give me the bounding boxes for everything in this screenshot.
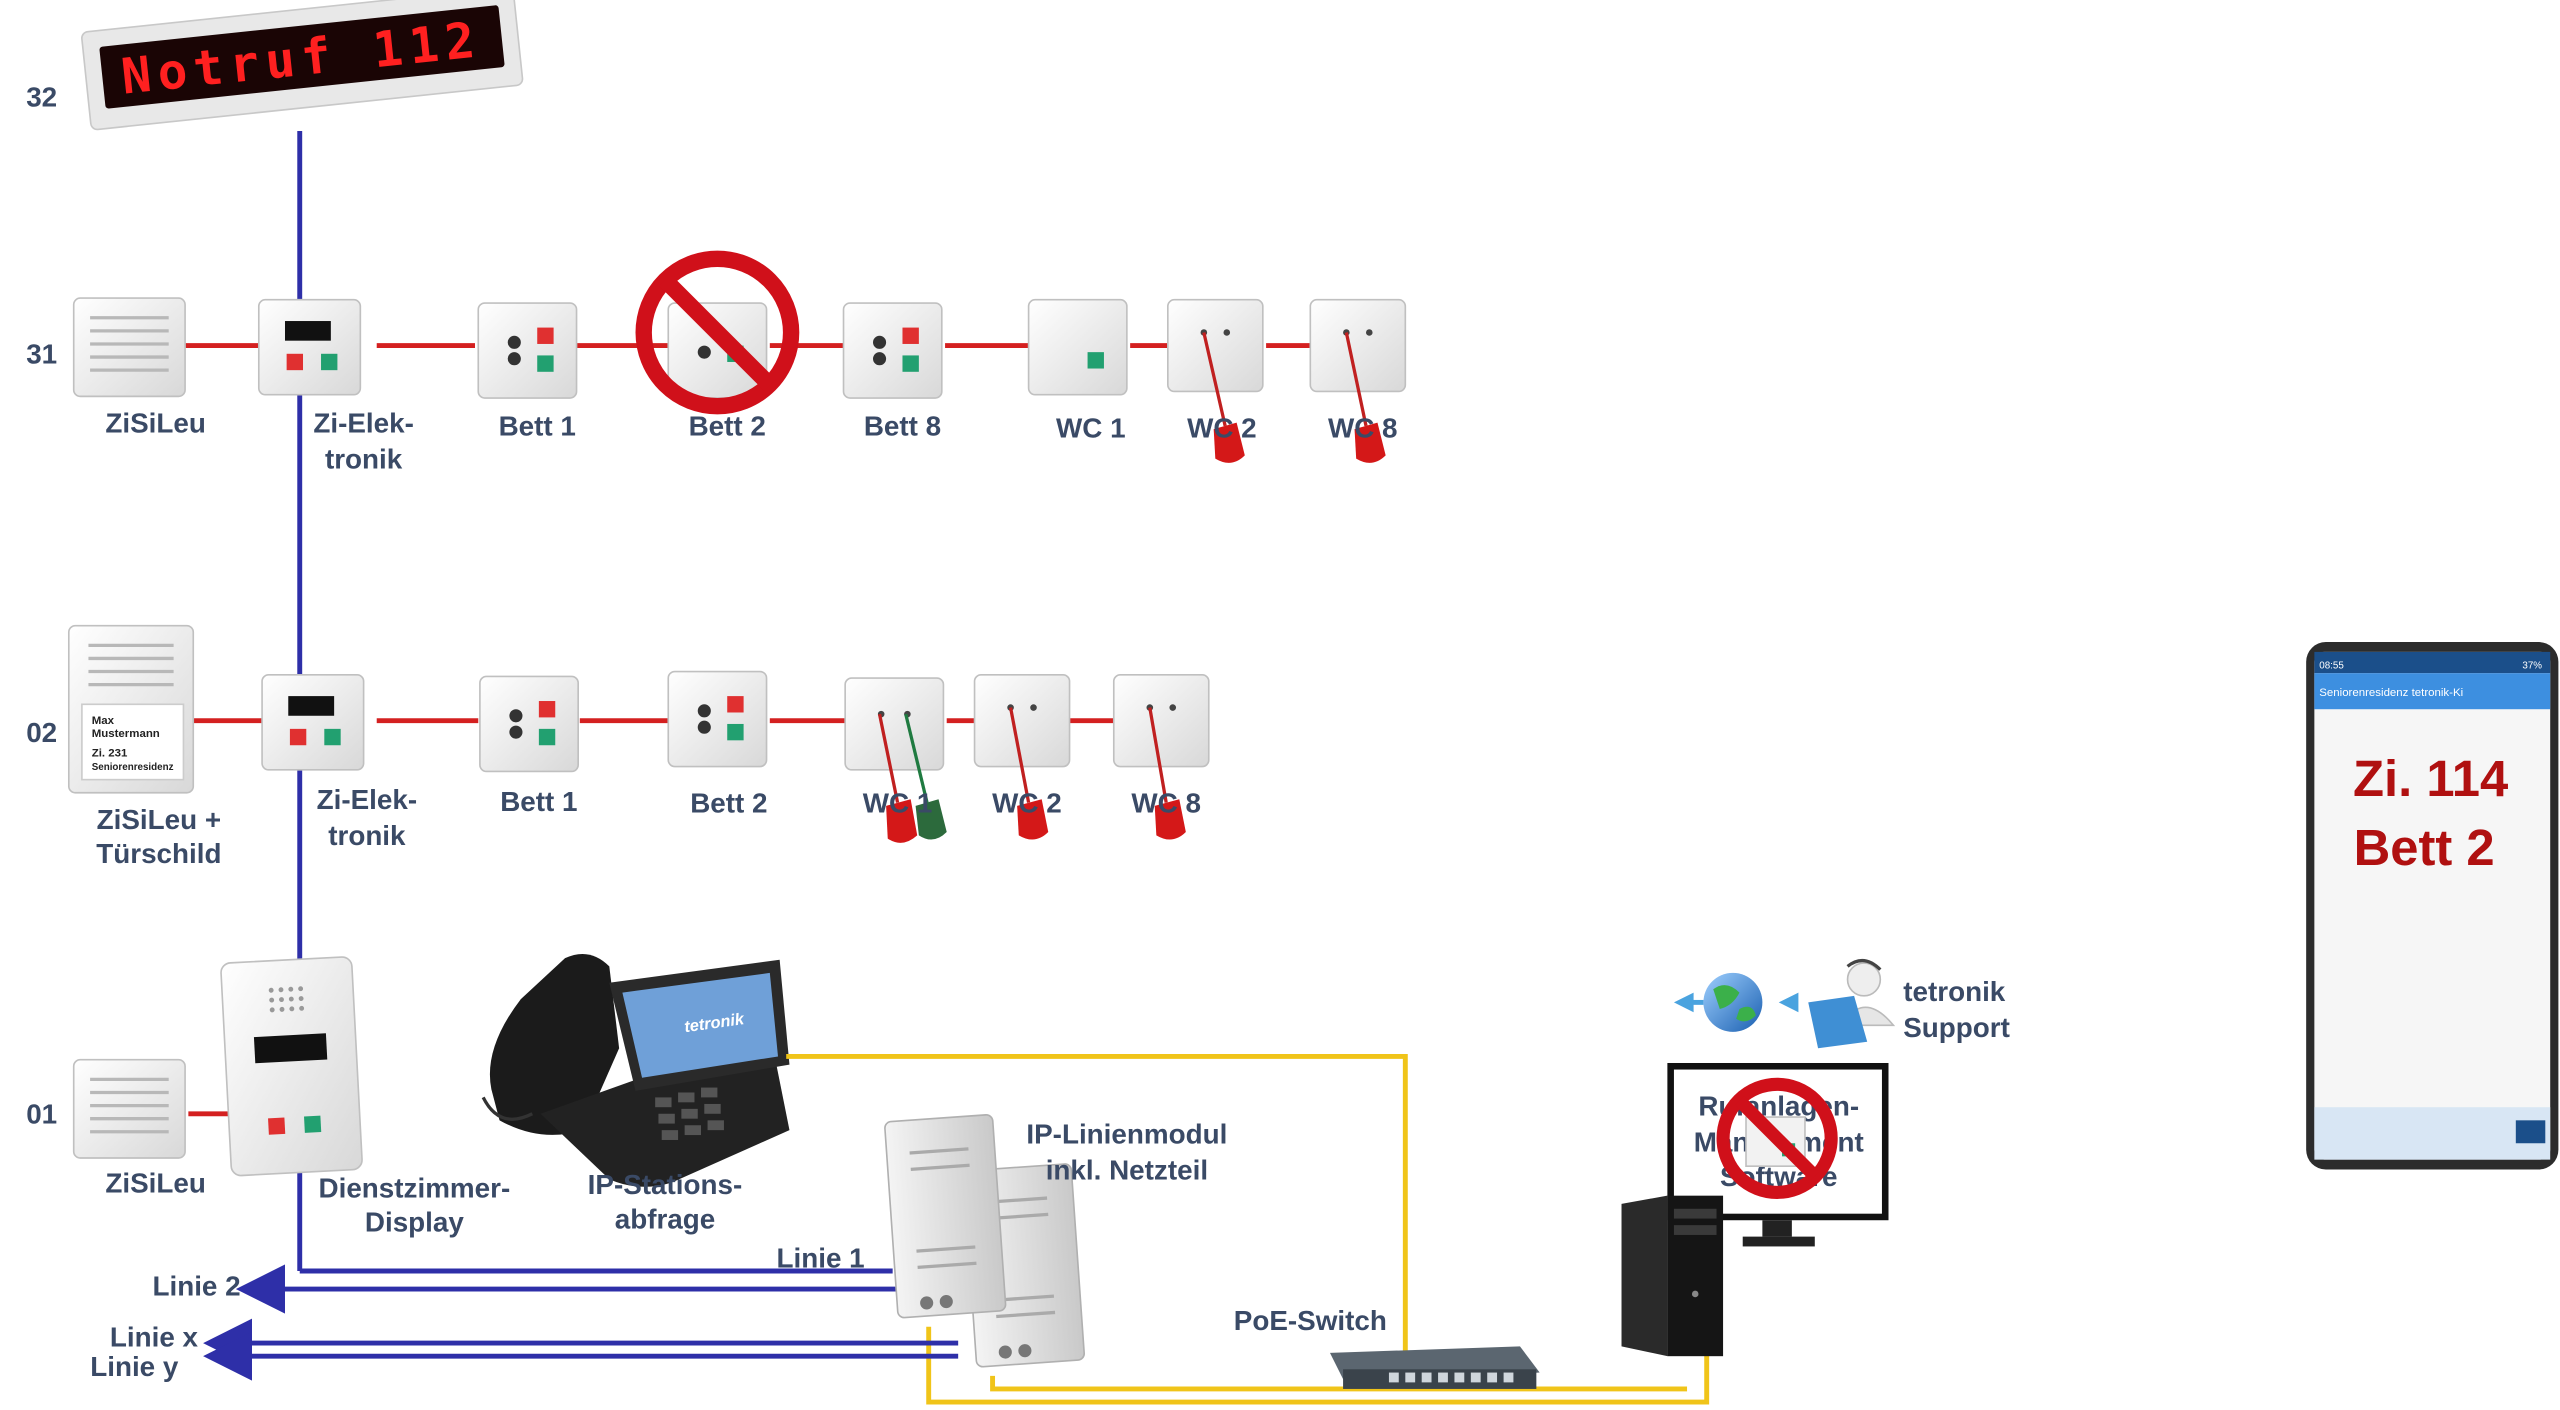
phone-app-title: Seniorenresidenz tetronik-Ki	[2319, 687, 2463, 699]
phone-menu-icon[interactable]	[2515, 1120, 2546, 1144]
wc-unit-31-wc1	[1027, 298, 1128, 396]
label-support-line1: tetronik	[1903, 976, 2006, 1007]
label-dienst-line1: Dienstzimmer-	[319, 1172, 511, 1203]
pull-cord-icon	[1202, 332, 1245, 463]
wc-unit-02-wc8	[1112, 673, 1210, 768]
label-wc8-31: WC 8	[1328, 412, 1398, 443]
pc-tower	[1621, 1195, 1724, 1357]
floor-label-02: 02	[26, 717, 57, 748]
zi-elektronik-31	[257, 298, 362, 396]
prohibited-icon	[635, 250, 800, 415]
pull-cord-icon	[877, 713, 918, 843]
doorsign-home: Seniorenresidenz	[92, 762, 174, 773]
poe-switch	[1329, 1346, 1540, 1389]
wc-unit-02-wc1	[844, 677, 945, 771]
floor-label-31: 31	[26, 339, 57, 370]
ip-phone: tetronik	[481, 953, 790, 1187]
floor-label-32: 32	[26, 81, 57, 112]
bed-unit-02-bett1	[479, 675, 579, 773]
zisileu-doorsign-02: Max Mustermann Zi. 231 Seniorenresidenz	[67, 624, 195, 794]
globe-icon	[1703, 972, 1763, 1032]
bed-unit-02-bett2	[667, 670, 768, 768]
support-group	[1673, 958, 1896, 1049]
label-wc1-31: WC 1	[1056, 412, 1126, 443]
label-zi-elek-02-line1: Zi-Elek-	[317, 784, 418, 815]
label-support-line2: Support	[1903, 1012, 2010, 1043]
label-bett1-31: Bett 1	[499, 411, 576, 442]
label-wc8-02: WC 8	[1131, 787, 1201, 818]
label-liniex: Linie x	[110, 1321, 199, 1352]
label-bett2-02: Bett 2	[690, 787, 767, 818]
label-linienmodul-line1: IP-Linienmodul	[1026, 1118, 1227, 1149]
zi-elektronik-02	[261, 673, 365, 771]
bed-unit-31-bett2	[667, 302, 768, 399]
prohibited-icon	[1716, 1077, 1838, 1199]
doorsign-room: Zi. 231	[92, 748, 128, 760]
line-bus-arrows	[203, 1264, 959, 1381]
label-ipstation-line1: IP-Stations-	[588, 1169, 743, 1200]
wc-unit-31-wc2	[1167, 298, 1264, 393]
dienstzimmer-display	[220, 956, 363, 1177]
label-ipstation-line2: abfrage	[615, 1203, 716, 1234]
label-wc2-31: WC 2	[1187, 412, 1257, 443]
label-bett1-02: Bett 1	[500, 786, 577, 817]
support-agent-icon	[1808, 958, 1896, 1049]
label-zisileu-31: ZiSiLeu	[105, 407, 205, 438]
label-dienst-line2: Display	[365, 1207, 465, 1238]
label-linie2: Linie 2	[152, 1271, 240, 1302]
label-wc1-02: WC 1	[863, 787, 933, 818]
label-bett2-31: Bett 2	[689, 411, 766, 442]
pull-cord-icon	[1344, 332, 1386, 463]
label-zi-elek-02-line2: tronik	[328, 820, 406, 851]
wc-unit-31-wc8	[1309, 298, 1407, 393]
phone-status-battery: 37%	[2522, 660, 2542, 671]
phone-alert-line1: Zi. 114	[2353, 750, 2508, 807]
zisileu-31	[72, 297, 186, 398]
notruf-sign: Notruf 112	[81, 0, 524, 131]
ip-linienmodul	[884, 1114, 1086, 1368]
label-poe-switch: PoE-Switch	[1234, 1305, 1387, 1336]
phone-alert-line2: Bett 2	[2354, 819, 2495, 876]
phone-status-time: 08:55	[2319, 660, 2344, 671]
bed-unit-31-bett1	[477, 302, 578, 399]
pull-cord-icon	[1148, 707, 1186, 840]
doorsign-name-line2: Mustermann	[92, 728, 160, 740]
label-wc2-02: WC 2	[992, 787, 1062, 818]
label-zi-elek-31-line2: tronik	[325, 443, 403, 474]
label-zisileu-01: ZiSiLeu	[105, 1167, 205, 1198]
floor-label-01: 01	[26, 1099, 57, 1130]
label-linie1: Linie 1	[777, 1243, 865, 1274]
label-zisileu-02-line1: ZiSiLeu +	[97, 804, 221, 835]
pull-cord-icon	[1008, 707, 1049, 840]
label-linienmodul-line2: inkl. Netzteil	[1046, 1154, 1208, 1185]
smartphone: 08:55 37% Seniorenresidenz tetronik-Ki Z…	[2306, 642, 2559, 1170]
label-bett8-31: Bett 8	[864, 411, 941, 442]
pull-cord-icon	[904, 713, 947, 840]
label-zi-elek-31-line1: Zi-Elek-	[313, 407, 414, 438]
bed-unit-31-bett8	[842, 302, 943, 399]
zisileu-01	[72, 1058, 186, 1159]
doorsign-name-line1: Max	[92, 715, 115, 727]
label-zisileu-02-line2: Türschild	[96, 838, 221, 869]
label-liniey: Linie y	[90, 1351, 179, 1382]
wc-unit-02-wc2	[973, 673, 1071, 768]
